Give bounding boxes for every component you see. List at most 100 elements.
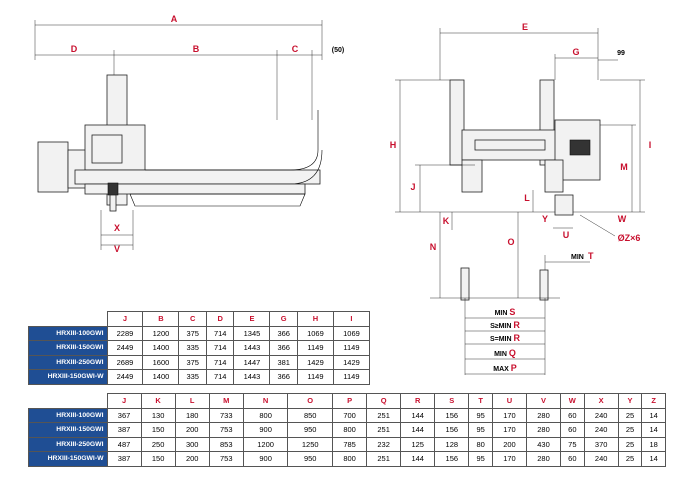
value-cell: 950	[287, 451, 334, 467]
value-cell: 2449	[106, 340, 144, 356]
value-cell: 251	[366, 422, 402, 438]
column-header: Y	[617, 393, 643, 409]
value-cell: 25	[617, 407, 643, 423]
value-cell: 232	[366, 436, 402, 452]
model-name-cell: HRXIII-150GWI	[28, 422, 108, 438]
value-cell: 144	[400, 451, 436, 467]
value-cell: 1443	[233, 340, 271, 356]
value-cell: 150	[140, 422, 176, 438]
value-cell: 95	[468, 422, 493, 438]
value-cell: 753	[208, 422, 244, 438]
value-cell: 95	[468, 451, 493, 467]
value-cell: 367	[106, 407, 142, 423]
value-cell: 125	[400, 436, 436, 452]
value-cell: 156	[434, 407, 470, 423]
column-header: V	[525, 393, 562, 409]
value-cell: 714	[205, 354, 235, 370]
column-header: N	[242, 393, 289, 409]
dim-H-label: H	[390, 140, 397, 150]
value-cell: 714	[205, 369, 235, 385]
dim-Y-label: Y	[542, 214, 548, 224]
value-cell: 714	[205, 325, 235, 341]
value-cell: 387	[106, 422, 142, 438]
bottom-dim-prefix: MAX	[493, 366, 511, 373]
value-cell: 150	[140, 451, 176, 467]
value-cell: 1429	[332, 354, 371, 370]
value-cell: 25	[617, 422, 643, 438]
dim-C-extra-label: (50)	[332, 47, 344, 54]
value-cell: 430	[525, 436, 562, 452]
value-cell: 366	[269, 325, 298, 341]
dim-V-label: V	[114, 244, 120, 254]
value-cell: 60	[560, 451, 585, 467]
value-cell: 170	[491, 407, 527, 423]
value-cell: 2689	[106, 354, 144, 370]
column-header: W	[560, 393, 585, 409]
value-cell: 950	[287, 422, 334, 438]
value-cell: 60	[560, 407, 585, 423]
value-cell: 1200	[242, 436, 289, 452]
value-cell: 1443	[233, 369, 271, 385]
column-header: J	[106, 311, 144, 327]
bottom-dim-0: MIN S	[495, 307, 516, 317]
column-header: Z	[641, 393, 666, 409]
bottom-dim-4: MAX P	[493, 363, 517, 373]
value-cell: 200	[174, 422, 210, 438]
value-cell: 1447	[233, 354, 271, 370]
value-cell: 1400	[142, 369, 180, 385]
column-header: G	[269, 311, 298, 327]
value-cell: 128	[434, 436, 470, 452]
value-cell: 251	[366, 451, 402, 467]
model-name-cell: HRXIII-100GWI	[28, 407, 108, 423]
value-cell: 381	[269, 354, 298, 370]
model-name-cell: HRXIII-150GWI	[28, 340, 108, 356]
value-cell: 375	[178, 325, 207, 341]
value-cell: 900	[242, 451, 289, 467]
column-header: I	[332, 311, 371, 327]
value-cell: 280	[525, 407, 562, 423]
value-cell: 366	[269, 369, 298, 385]
value-cell: 1345	[233, 325, 271, 341]
value-cell: 300	[174, 436, 210, 452]
value-cell: 170	[491, 451, 527, 467]
value-cell: 387	[106, 451, 142, 467]
dim-A-label: A	[171, 14, 178, 24]
dim-C-label: C	[292, 44, 299, 54]
value-cell: 80	[468, 436, 493, 452]
dim-N-label: N	[430, 242, 437, 252]
value-cell: 335	[178, 369, 207, 385]
value-cell: 800	[332, 422, 368, 438]
value-cell: 1149	[332, 340, 371, 356]
value-cell: 2449	[106, 369, 144, 385]
value-cell: 1429	[296, 354, 334, 370]
value-cell: 280	[525, 422, 562, 438]
value-cell: 1069	[332, 325, 371, 341]
dim-U-label: U	[563, 230, 570, 240]
dim-L-label: L	[524, 193, 530, 203]
value-cell: 200	[174, 451, 210, 467]
value-cell: 144	[400, 407, 436, 423]
value-cell: 18	[641, 436, 666, 452]
value-cell: 156	[434, 451, 470, 467]
column-header: U	[491, 393, 527, 409]
value-cell: 200	[491, 436, 527, 452]
value-cell: 144	[400, 422, 436, 438]
value-cell: 853	[208, 436, 244, 452]
dim-O-label: O	[507, 237, 514, 247]
column-header: C	[178, 311, 207, 327]
value-cell: 14	[641, 422, 666, 438]
value-cell: 14	[641, 407, 666, 423]
value-cell: 156	[434, 422, 470, 438]
value-cell: 335	[178, 340, 207, 356]
value-cell: 753	[208, 451, 244, 467]
column-header: B	[142, 311, 180, 327]
